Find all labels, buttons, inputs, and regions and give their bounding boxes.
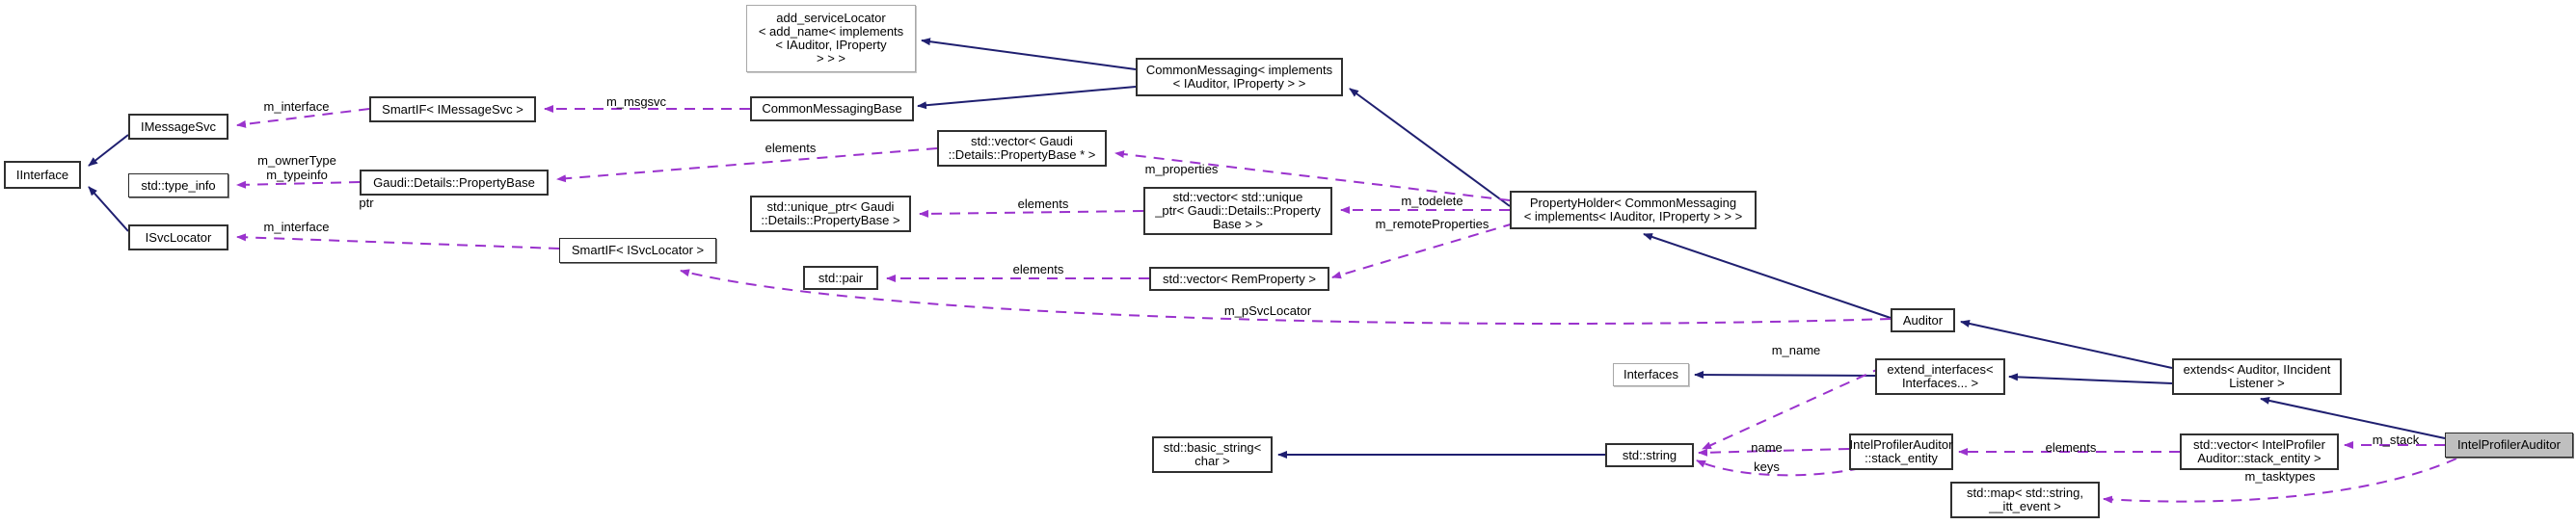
class-node-intelprofilerauditor[interactable]: IntelProfilerAuditor <box>2445 433 2573 458</box>
edge-label-m_todelete: m_todelete <box>1401 194 1463 208</box>
class-node-auditor[interactable]: Auditor <box>1891 308 1955 332</box>
edge-label-name_label: name <box>1751 440 1783 455</box>
edge-label-elements_unique: elements <box>1017 197 1069 211</box>
class-node-stack_entity[interactable]: IntelProfilerAuditor ::stack_entity <box>1849 433 1953 470</box>
class-node-interfaces[interactable]: Interfaces <box>1613 363 1689 386</box>
class-node-gaudi_propertybase[interactable]: Gaudi::Details::PropertyBase <box>360 170 549 196</box>
class-node-vector_unique_ptr[interactable]: std::vector< std::unique _ptr< Gaudi::De… <box>1143 187 1332 235</box>
class-node-extends_auditor[interactable]: extends< Auditor, IIncident Listener > <box>2172 358 2342 395</box>
class-node-vector_propertybase_p[interactable]: std::vector< Gaudi ::Details::PropertyBa… <box>937 130 1107 167</box>
edge-label-elements_pair: elements <box>1012 262 1064 276</box>
class-node-stdstring[interactable]: std::string <box>1605 443 1694 467</box>
edge-label-elements_props: elements <box>765 141 817 155</box>
edge-label-elements_stack: elements <box>2045 440 2097 455</box>
class-node-propertyholder[interactable]: PropertyHolder< CommonMessaging < implem… <box>1510 191 1757 229</box>
edge-label-ptr_label: ptr <box>359 196 374 210</box>
class-node-commonmessaging[interactable]: CommonMessaging< implements < IAuditor, … <box>1136 58 1343 96</box>
edge-label-m_remoteproperties: m_remoteProperties <box>1375 217 1489 231</box>
class-node-extend_interfaces[interactable]: extend_interfaces< Interfaces... > <box>1875 358 2005 395</box>
inheritance-edges <box>88 38 2446 459</box>
edge-label-m_properties: m_properties <box>1144 162 1219 176</box>
edge-label-m_interface_2: m_interface <box>263 220 330 234</box>
edge-label-m_tasktypes: m_tasktypes <box>2244 469 2316 484</box>
class-node-vector_stack_entity[interactable]: std::vector< IntelProfiler Auditor::stac… <box>2180 433 2339 470</box>
edge-label-keys_label: keys <box>1754 459 1780 474</box>
class-node-vector_remproperty[interactable]: std::vector< RemProperty > <box>1149 267 1329 291</box>
edge-label-m_msgsvc: m_msgsvc <box>605 94 667 109</box>
class-node-iinterface[interactable]: IInterface <box>4 161 81 189</box>
class-node-stdpair[interactable]: std::pair <box>803 266 878 290</box>
usage-edges <box>236 105 2457 504</box>
edge-label-m_psvclocator: m_pSvcLocator <box>1223 303 1312 318</box>
class-node-smartif_isvclocator[interactable]: SmartIF< ISvcLocator > <box>559 238 716 263</box>
class-node-imessagesvc[interactable]: IMessageSvc <box>128 114 228 140</box>
class-node-unique_ptr_propbase[interactable]: std::unique_ptr< Gaudi ::Details::Proper… <box>750 196 911 232</box>
class-node-basic_string_char[interactable]: std::basic_string< char > <box>1152 436 1273 473</box>
edge-label-m_name: m_name <box>1771 343 1821 357</box>
class-node-map_string_itt[interactable]: std::map< std::string, __itt_event > <box>1950 482 2100 518</box>
edge-label-m_interface_1: m_interface <box>263 99 330 114</box>
class-node-commonmessagingbase[interactable]: CommonMessagingBase <box>750 96 914 121</box>
class-node-smartif_imessagesvc[interactable]: SmartIF< IMessageSvc > <box>369 96 536 122</box>
class-node-typeinfo[interactable]: std::type_info <box>128 173 228 197</box>
edge-label-m_stack: m_stack <box>2372 433 2420 447</box>
class-node-isvclocator[interactable]: ISvcLocator <box>128 224 228 250</box>
edge-label-m_ownertype: m_ownerType m_typeinfo <box>257 153 336 182</box>
class-node-add_servicelocator[interactable]: add_serviceLocator < add_name< implement… <box>746 5 916 72</box>
